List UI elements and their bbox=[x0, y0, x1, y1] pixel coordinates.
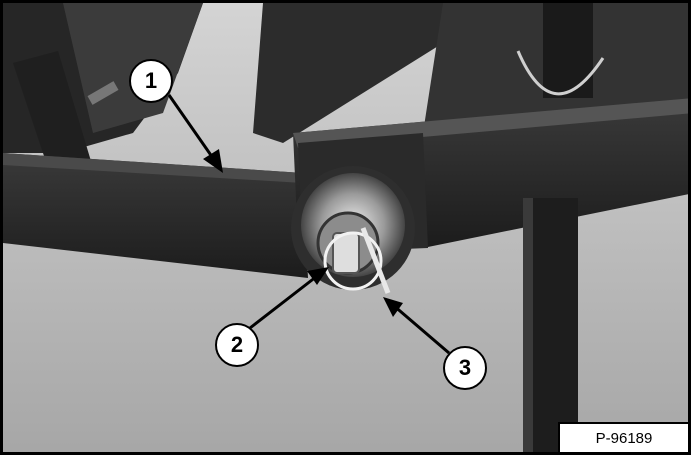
callout-3: 3 bbox=[443, 346, 487, 390]
callout-2: 2 bbox=[215, 323, 259, 367]
photo bbox=[3, 3, 688, 452]
callout-1: 1 bbox=[129, 59, 173, 103]
photo-id-label: P-96189 bbox=[558, 422, 688, 452]
